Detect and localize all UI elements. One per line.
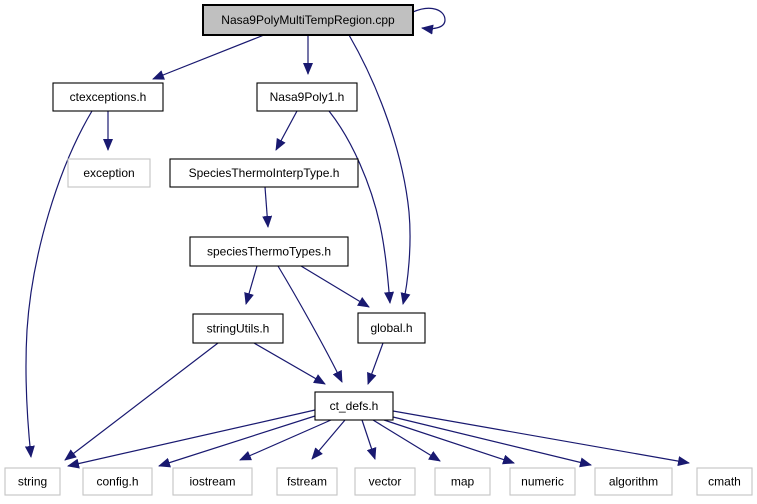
node-label-vector: vector: [369, 475, 402, 489]
node-label-string: string: [18, 475, 47, 489]
node-speciesthermointerptype[interactable]: SpeciesThermoInterpType.h: [169, 158, 359, 188]
edge-ctdefs-to-string: [67, 409, 316, 469]
node-box-ctexceptions: [52, 82, 164, 112]
edge-ctdefs-to-numeric: [383, 419, 515, 465]
node-label-ctexceptions: ctexceptions.h: [70, 90, 147, 104]
node-label-iostream: iostream: [189, 475, 235, 489]
node-box-speciesthermointerptype: [169, 158, 359, 188]
edge-ctdefs-to-cmath: [392, 410, 690, 467]
node-box-algorithm: [594, 467, 673, 496]
node-stringutils[interactable]: stringUtils.h: [192, 313, 284, 344]
edge-ctdefs-to-map: [372, 419, 441, 462]
node-label-global: global.h: [370, 321, 412, 335]
node-fstream: fstream: [276, 467, 338, 496]
node-algorithm: algorithm: [594, 467, 673, 496]
node-label-cmath: cmath: [708, 475, 741, 489]
edge-cpp-to-ctexceptions: [152, 34, 265, 80]
node-map: map: [434, 467, 491, 496]
edge-stringutils-to-string: [64, 342, 219, 461]
edge-speciesthermotypes-to-stringutils: [244, 265, 258, 305]
node-box-stringutils: [192, 313, 284, 344]
node-vector: vector: [354, 467, 416, 496]
node-string: string: [4, 467, 61, 496]
node-label-configh: config.h: [96, 475, 138, 489]
edge-ctdefs-to-fstream: [311, 419, 346, 460]
edge-ctdefs-to-vector: [361, 419, 377, 460]
edge-nasa9poly1-to-global: [328, 110, 394, 304]
node-box-numeric: [509, 467, 576, 496]
node-label-speciesthermointerptype: SpeciesThermoInterpType.h: [189, 166, 340, 180]
node-cpp[interactable]: Nasa9PolyMultiTempRegion.cpp: [202, 4, 414, 36]
node-box-cpp: [202, 4, 414, 36]
node-box-global: [357, 312, 426, 344]
edge-speciesthermointerptype-to-speciesthermotypes: [262, 186, 273, 228]
edge-speciesthermotypes-to-global: [300, 265, 370, 308]
edge-cpp-to-global: [348, 34, 411, 305]
node-ctdefs[interactable]: ct_defs.h: [314, 391, 394, 421]
edge-global-to-ctdefs: [367, 342, 384, 385]
node-label-cpp: Nasa9PolyMultiTempRegion.cpp: [221, 13, 395, 27]
node-label-algorithm: algorithm: [609, 475, 658, 489]
node-box-string: [4, 467, 61, 496]
node-ctexceptions[interactable]: ctexceptions.h: [52, 82, 164, 112]
node-box-fstream: [276, 467, 338, 496]
node-configh: config.h: [82, 467, 153, 496]
edge-self-loop-cpp: [412, 7, 446, 35]
node-box-cmath: [696, 467, 753, 496]
node-numeric: numeric: [509, 467, 576, 496]
edge-ctdefs-to-algorithm: [392, 416, 592, 468]
node-cmath: cmath: [696, 467, 753, 496]
edge-speciesthermotypes-to-ctdefs: [277, 265, 343, 383]
node-box-nasa9poly1: [256, 82, 358, 112]
node-box-ctdefs: [314, 391, 394, 421]
node-box-map: [434, 467, 491, 496]
edge-ctdefs-to-configh: [158, 415, 316, 468]
node-label-exception: exception: [83, 166, 134, 180]
node-nasa9poly1[interactable]: Nasa9Poly1.h: [256, 82, 358, 112]
node-label-ctdefs: ct_defs.h: [330, 399, 379, 413]
node-box-configh: [82, 467, 153, 496]
node-box-iostream: [172, 467, 253, 496]
node-box-speciesthermotypes: [189, 236, 349, 267]
node-global[interactable]: global.h: [357, 312, 426, 344]
node-label-map: map: [451, 475, 475, 489]
edge-ctdefs-to-iostream: [239, 419, 332, 461]
node-box-vector: [354, 467, 416, 496]
node-speciesthermotypes[interactable]: speciesThermoTypes.h: [189, 236, 349, 267]
node-iostream: iostream: [172, 467, 253, 496]
edge-stringutils-to-ctdefs: [253, 342, 326, 385]
node-label-stringutils: stringUtils.h: [207, 322, 270, 336]
edge-nasa9poly1-to-speciesthermointerptype: [275, 110, 298, 151]
node-box-exception: [67, 158, 151, 188]
node-exception: exception: [67, 158, 151, 188]
node-label-fstream: fstream: [287, 475, 327, 489]
node-label-speciesthermotypes: speciesThermoTypes.h: [207, 245, 331, 259]
edge-ctexceptions-to-string: [24, 110, 93, 458]
node-label-nasa9poly1: Nasa9Poly1.h: [270, 90, 345, 104]
node-label-numeric: numeric: [521, 475, 564, 489]
